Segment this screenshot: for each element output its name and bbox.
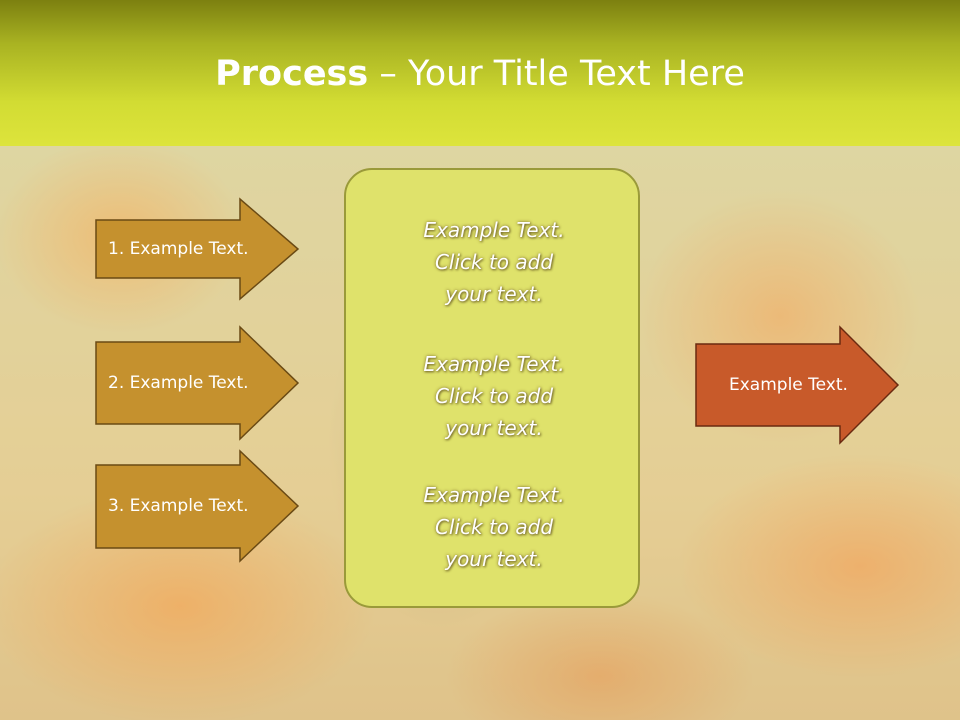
panel-text-line: Click to add <box>434 384 554 408</box>
title-bar: Process – Your Title Text Here <box>0 0 960 146</box>
panel-text-line: Example Text. <box>423 352 565 376</box>
panel-text-block-1[interactable]: Example Text. Click to add your text. <box>346 214 642 310</box>
panel-text-line: Example Text. <box>423 483 565 507</box>
arrow-shape <box>95 325 300 441</box>
slide-title-rest: – Your Title Text Here <box>368 54 745 94</box>
arrow-shape <box>95 449 300 563</box>
result-arrow-label: Example Text. <box>729 375 848 395</box>
step-arrow-2[interactable]: 2. Example Text. <box>95 325 300 441</box>
result-arrow[interactable]: Example Text. <box>695 325 900 445</box>
panel-text-line: Click to add <box>434 515 554 539</box>
step-arrow-label: 1. Example Text. <box>108 239 249 259</box>
center-text-panel[interactable]: Example Text. Click to add your text. Ex… <box>344 168 640 608</box>
slide-title[interactable]: Process – Your Title Text Here <box>0 54 960 94</box>
step-arrow-label: 2. Example Text. <box>108 373 249 393</box>
panel-text-block-3[interactable]: Example Text. Click to add your text. <box>346 479 642 575</box>
step-arrow-3[interactable]: 3. Example Text. <box>95 449 300 563</box>
panel-text-line: your text. <box>445 282 543 306</box>
panel-text-block-2[interactable]: Example Text. Click to add your text. <box>346 348 642 444</box>
arrow-shape <box>95 197 300 301</box>
panel-text-line: Click to add <box>434 250 554 274</box>
step-arrow-1[interactable]: 1. Example Text. <box>95 197 300 301</box>
panel-text-line: Example Text. <box>423 218 565 242</box>
slide-title-bold: Process <box>215 54 369 94</box>
panel-text-line: your text. <box>445 416 543 440</box>
step-arrow-label: 3. Example Text. <box>108 496 249 516</box>
panel-text-line: your text. <box>445 547 543 571</box>
arrow-shape <box>695 325 900 445</box>
